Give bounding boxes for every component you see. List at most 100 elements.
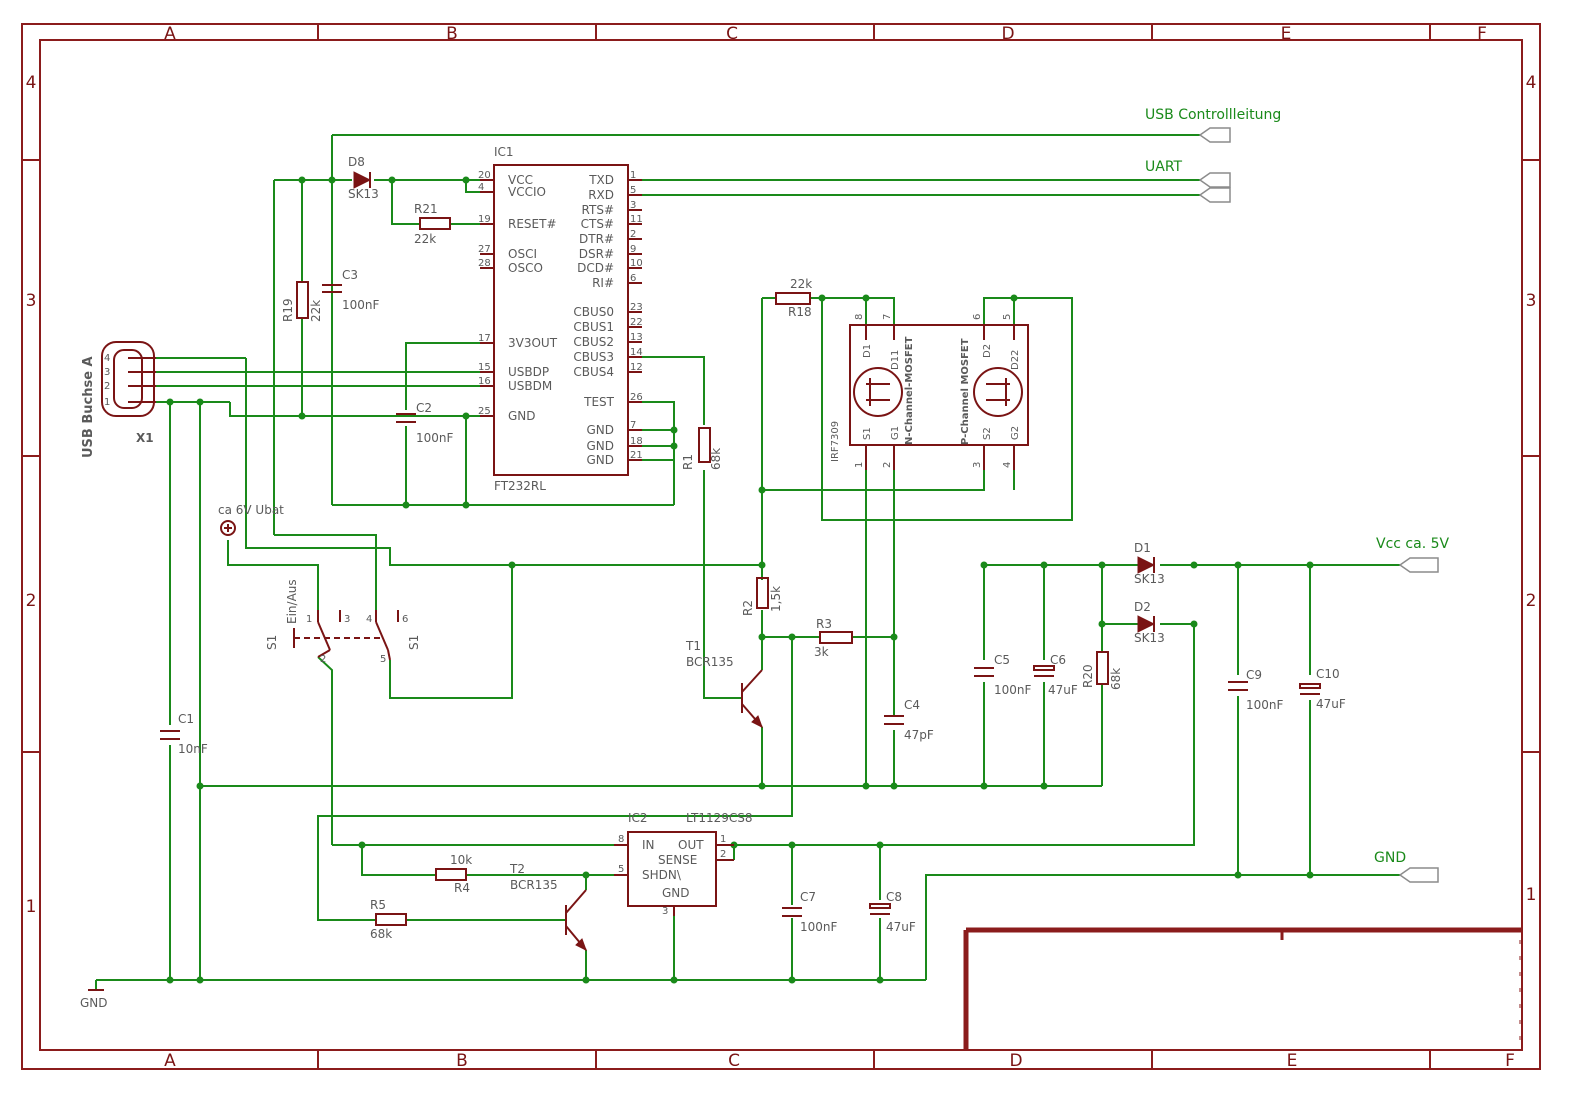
- transistor-t2: T2 BCR135: [509, 862, 587, 952]
- ic1-part: FT232RL: [494, 479, 546, 493]
- diode-d8: D8 SK13: [348, 155, 379, 201]
- resistor-r21: R21 22k: [414, 202, 451, 246]
- grid-row-4-right: 4: [1526, 73, 1537, 93]
- capacitor-c2: C2 100nF: [396, 401, 454, 445]
- ic1-pin-name: USBDM: [508, 379, 552, 393]
- ic2-pin-sense: SENSE: [658, 853, 697, 867]
- c9-name: C9: [1246, 668, 1262, 682]
- c9-value: 100nF: [1246, 698, 1284, 712]
- ic2-pin-shdn: SHDN\: [642, 868, 682, 882]
- ic1-pin-name: DCD#: [577, 261, 614, 275]
- ic2-pin-out: OUT: [678, 838, 704, 852]
- switch-s1: S1 Ein/Aus S1 1 2 3 4 5 6: [265, 579, 421, 665]
- grid-col-c-top: C: [726, 24, 738, 44]
- mosfet-pin-8: 8: [854, 314, 865, 320]
- capacitor-c6: C6 47uF: [1033, 653, 1078, 697]
- grid-col-f-top: F: [1477, 24, 1487, 44]
- grid-row-4-left: 4: [26, 73, 37, 93]
- grid-row-2-right: 2: [1526, 591, 1537, 611]
- grid-row-3-right: 3: [1526, 291, 1537, 311]
- net-port-gnd: GND: [1374, 850, 1439, 883]
- usb-pin-2: 2: [104, 381, 110, 392]
- net-label-uart: UART: [1145, 159, 1183, 175]
- gnd-symbol: GND: [80, 989, 108, 1010]
- usb-pin-4: 4: [104, 353, 110, 364]
- t1-value: BCR135: [686, 655, 734, 669]
- capacitor-c8: C8 47uF: [869, 890, 916, 934]
- r3-name: R3: [816, 617, 832, 631]
- ic1-pin-name: VCCIO: [508, 185, 546, 199]
- ic1-pin-number: 11: [630, 214, 643, 225]
- ic1-pin-number: 27: [478, 244, 491, 255]
- ic1-pin-name: CBUS3: [573, 350, 614, 364]
- ic1-pin-number: 18: [630, 436, 643, 447]
- capacitor-c7: C7 100nF: [782, 890, 838, 934]
- c4-value: 47pF: [904, 728, 934, 742]
- c4-name: C4: [904, 698, 920, 712]
- r2-value: 1,5k: [769, 586, 783, 612]
- c5-value: 100nF: [994, 683, 1032, 697]
- c8-name: C8: [886, 890, 902, 904]
- ic1-pin-name: VCC: [508, 173, 533, 187]
- ic2-pin-1-num: 1: [720, 834, 726, 845]
- r19-value: 22k: [309, 300, 323, 322]
- t2-value: BCR135: [510, 878, 558, 892]
- ic1-pin-name: CBUS4: [573, 365, 614, 379]
- s1-pin-5: 5: [380, 654, 386, 665]
- mosfet-pin-2: 2: [882, 462, 893, 468]
- ic2-pin-2-num: 2: [720, 849, 726, 860]
- mosfet-pin-5: 5: [1002, 314, 1013, 320]
- grid-col-e-bottom: E: [1287, 1051, 1298, 1071]
- grid-col-c-bottom: C: [728, 1051, 740, 1071]
- ic2-pin-5-num: 5: [618, 864, 624, 875]
- ic2-lt1129: IC2 LT1129CS8 IN SHDN\ OUT SENSE GND 8 5…: [614, 811, 753, 917]
- usb-pin-3: 3: [104, 367, 110, 378]
- diode-d2: D2 SK13: [1134, 600, 1165, 645]
- ubat-label: ca 6V Ubat: [218, 503, 284, 517]
- ic1-pin-number: 21: [630, 450, 643, 461]
- ic1-pin-name: CBUS0: [573, 305, 614, 319]
- ic1-pin-name: OSCO: [508, 261, 543, 275]
- ic2-name: IC2: [628, 811, 648, 825]
- ic1-pin-number: 13: [630, 332, 643, 343]
- ic1-pin-name: CBUS1: [573, 320, 614, 334]
- t1-name: T1: [685, 639, 701, 653]
- mosfet-p-d1: D2: [982, 344, 993, 358]
- ic1-pin-number: 16: [478, 376, 491, 387]
- r3-value: 3k: [814, 645, 829, 659]
- d1-value: SK13: [1134, 572, 1165, 586]
- c3-value: 100nF: [342, 298, 380, 312]
- usb-connector-x1: 4 3 2 1 X1 USB Buchse A: [81, 341, 156, 458]
- ic1-pin-name: DTR#: [579, 232, 614, 246]
- ic1-pin-number: 20: [478, 170, 491, 181]
- net-label-usb-control: USB Controllleitung: [1145, 107, 1281, 123]
- mosfet-pin-3: 3: [972, 462, 983, 468]
- mosfet-pin-1: 1: [854, 462, 865, 468]
- mosfet-n-g: G1: [890, 426, 901, 440]
- r5-name: R5: [370, 898, 386, 912]
- d8-name: D8: [348, 155, 365, 169]
- r1-name: R1: [681, 454, 695, 470]
- ic1-pin-name: GND: [586, 453, 614, 467]
- ic1-pin-number: 26: [630, 392, 643, 403]
- grid-col-a-bottom: A: [164, 1051, 176, 1071]
- net-label-vcc: Vcc ca. 5V: [1376, 536, 1450, 552]
- ic1-pin-name: TXD: [588, 173, 614, 187]
- s1-value: Ein/Aus: [285, 579, 299, 624]
- junction-dots: [166, 176, 1314, 984]
- grid-row-1-right: 1: [1526, 885, 1537, 905]
- c2-value: 100nF: [416, 431, 454, 445]
- mosfet-n-s: S1: [862, 427, 873, 440]
- mosfet-p-d2: D22: [1010, 350, 1021, 370]
- grid-col-d-top: D: [1001, 24, 1014, 44]
- ic1-pin-number: 28: [478, 258, 491, 269]
- ic1-pin-name: DSR#: [579, 247, 614, 261]
- mosfet-p-g: G2: [1010, 426, 1021, 440]
- ic1-pin-number: 2: [630, 229, 636, 240]
- c7-value: 100nF: [800, 920, 838, 934]
- capacitor-c9: C9 100nF: [1228, 668, 1284, 712]
- ic1-ft232rl: IC1 FT232RL VCC20VCCIO4RESET#19OSCI27OSC…: [478, 145, 643, 493]
- c6-value: 47uF: [1048, 683, 1078, 697]
- ic1-pin-number: 14: [630, 347, 643, 358]
- ic1-pin-number: 15: [478, 362, 491, 373]
